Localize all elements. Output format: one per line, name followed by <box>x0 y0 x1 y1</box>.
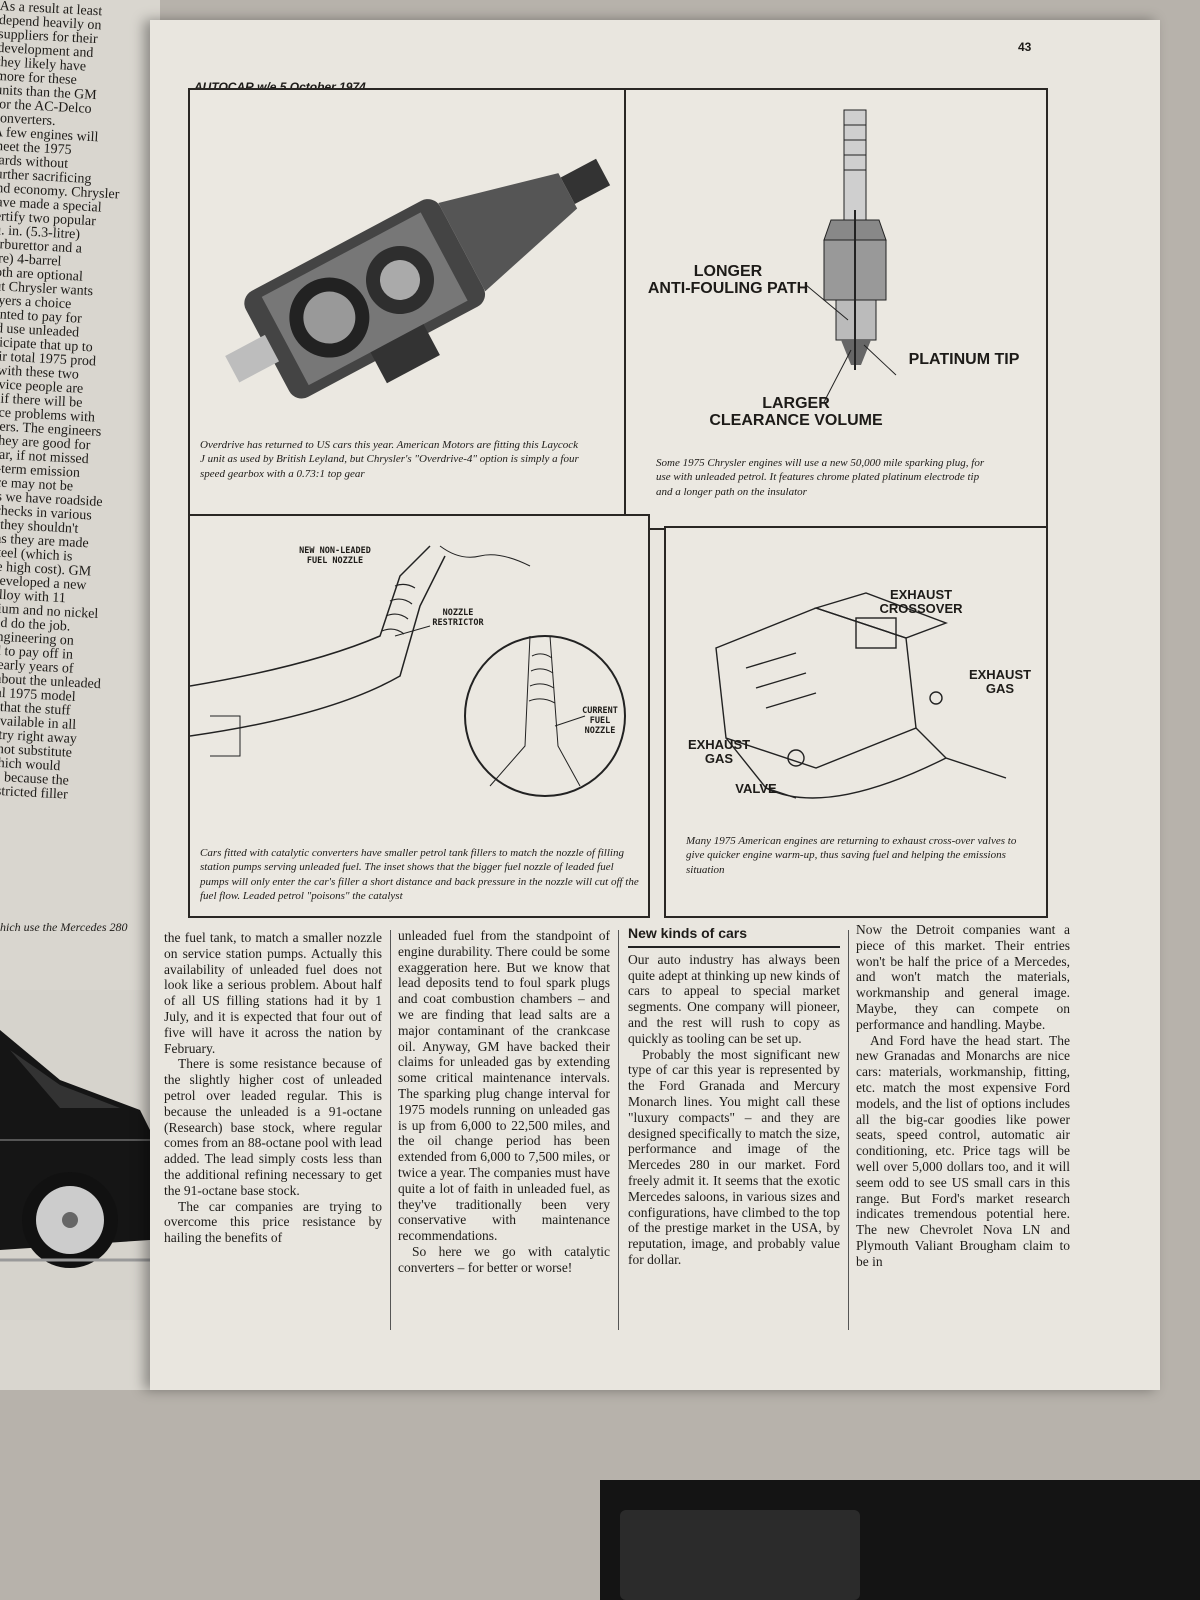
page-number: 43 <box>1018 40 1032 54</box>
label-valve: VALVE <box>735 781 777 796</box>
paragraph: And Ford have the head start. The new Gr… <box>856 1032 1070 1269</box>
label-platinum-tip: PLATINUM TIP <box>908 351 1020 368</box>
label-nozzle-restrictor: NOZZLE RESTRICTOR <box>432 608 484 629</box>
fuel-nozzle-illustration <box>190 545 626 797</box>
car-photo <box>0 990 150 1320</box>
fuel-nozzle-caption: Cars fitted with catalytic converters ha… <box>200 847 639 902</box>
figure-overdrive: Overdrive has returned to US cars this y… <box>188 88 628 518</box>
label-clearance-volume: LARGER CLEARANCE VOLUME <box>709 395 883 429</box>
label-exhaust-crossover: EXHAUST CROSSOVER <box>879 587 963 616</box>
paragraph: There is some resistance because of the … <box>164 1056 382 1198</box>
overdrive-caption: Overdrive has returned to US cars this y… <box>200 439 579 480</box>
paragraph: Our auto industry has always been quite … <box>628 951 840 1046</box>
exhaust-caption: Many 1975 American engines are returning… <box>686 835 1017 876</box>
object-below-page <box>600 1480 1200 1600</box>
paragraph: Now the Detroit companies want a piece o… <box>856 922 1070 1032</box>
facing-page-caption: hich use the Mercedes 280 <box>0 920 128 934</box>
column-divider <box>848 930 849 1330</box>
figure-spark-plug: LONGER ANTI-FOULING PATH PLATINUM TIP LA… <box>624 88 1048 530</box>
figure-exhaust: EXHAUST CROSSOVER EXHAUST GAS EXHAUST GA… <box>664 526 1048 918</box>
label-new-nozzle: NEW NON-LEADED FUEL NOZZLE <box>299 546 371 567</box>
overdrive-illustration <box>225 158 611 399</box>
paragraph: unleaded fuel from the standpoint of eng… <box>398 928 610 1244</box>
column-divider <box>618 930 619 1330</box>
paragraph: Probably the most significant new type o… <box>628 1046 840 1267</box>
label-exhaust-gas-right: EXHAUST GAS <box>968 667 1032 696</box>
figure-fuel-nozzle: NEW NON-LEADED FUEL NOZZLE NOZZLE RESTRI… <box>188 514 650 918</box>
spark-plug-illustration <box>805 109 897 403</box>
spark-plug-caption: Some 1975 Chrysler engines will use a ne… <box>656 457 985 498</box>
column-divider <box>390 930 391 1330</box>
magazine-page: AUTOCAR w/e 5 October 1974 43 Overdrive … <box>150 20 1160 1390</box>
paragraph: So here we go with catalytic converters … <box>398 1243 610 1275</box>
article-column-1: the fuel tank, to match a smaller nozzle… <box>164 930 382 1246</box>
label-current-nozzle: CURRENT FUEL NOZZLE <box>582 706 618 737</box>
engine-illustration <box>715 592 1007 799</box>
article-column-2: unleaded fuel from the standpoint of eng… <box>398 928 610 1276</box>
label-exhaust-gas-left: EXHAUST GAS <box>687 737 751 766</box>
paragraph: The car companies are trying to overcome… <box>164 1198 382 1246</box>
section-heading: New kinds of cars <box>628 925 840 948</box>
article-column-3: New kinds of cars Our auto industry has … <box>628 925 840 1268</box>
label-anti-fouling-path: LONGER ANTI-FOULING PATH <box>647 263 809 297</box>
article-column-4: Now the Detroit companies want a piece o… <box>856 922 1070 1270</box>
paragraph: the fuel tank, to match a smaller nozzle… <box>164 930 382 1056</box>
